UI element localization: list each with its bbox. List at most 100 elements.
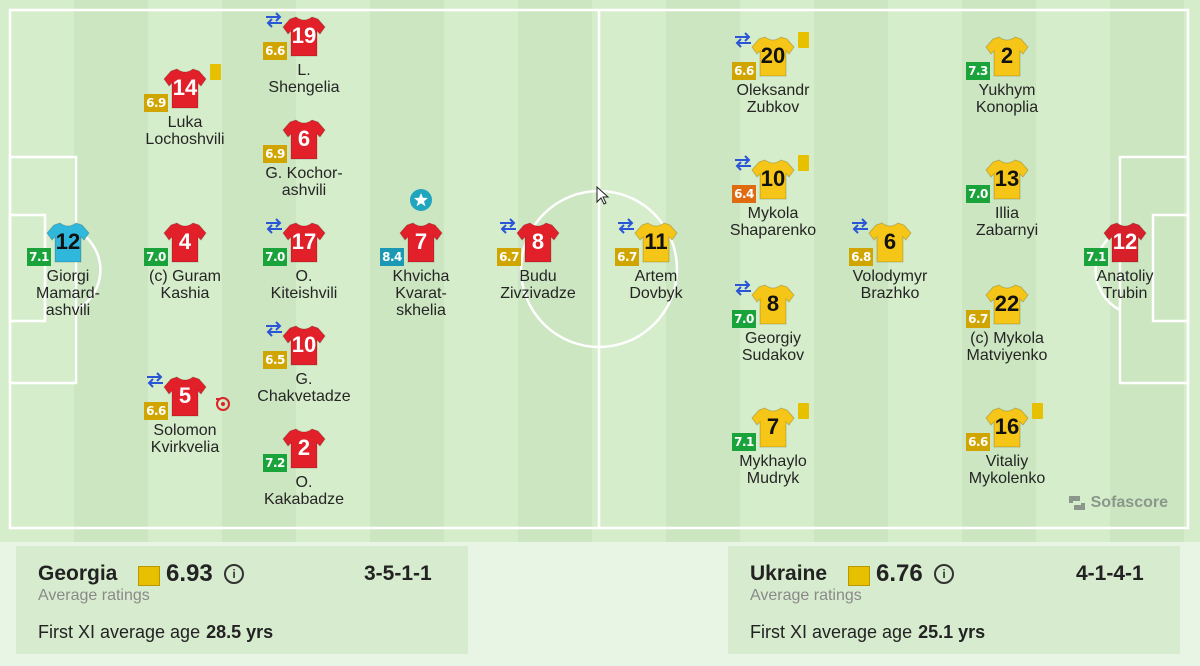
away-team-summary: Ukraine 6.76 i 4-1-4-1 Average ratings F…	[728, 546, 1180, 654]
shirt-number: 10	[291, 332, 317, 357]
shirt-number: 4	[178, 229, 192, 254]
shirt-icon	[985, 407, 1029, 448]
shirt-number: 2	[297, 435, 311, 460]
player-name: G. Chakvetadze	[257, 371, 351, 405]
shirt-number: 14	[172, 75, 198, 100]
player-name: Georgiy Sudakov	[741, 330, 805, 364]
shirt-icon	[399, 222, 443, 263]
player-rating: 8.4	[380, 248, 404, 266]
sofascore-icon	[1068, 496, 1085, 510]
player-rating: 6.7	[966, 310, 990, 328]
player-rating: 6.7	[615, 248, 639, 266]
shirt-number: 5	[178, 383, 192, 408]
shirt-icon	[163, 376, 207, 417]
player-rating: 7.1	[732, 433, 756, 451]
shirt-icon	[516, 222, 560, 263]
shirt-number: 13	[994, 166, 1020, 191]
away-team-rating: 6.76	[876, 560, 923, 587]
player-rating: 7.1	[27, 248, 51, 266]
info-icon[interactable]: i	[224, 564, 244, 584]
player-rating: 6.4	[732, 185, 756, 203]
home-team-name[interactable]: Georgia	[38, 562, 118, 585]
player-name: O. Kiteishvili	[270, 268, 338, 302]
player-rating: 7.0	[263, 248, 287, 266]
player-rating: 6.5	[263, 351, 287, 369]
player-name: Anatoliy Trubin	[1096, 268, 1154, 302]
player-rating: 6.6	[732, 62, 756, 80]
away-formation: 4-1-4-1	[1076, 562, 1144, 585]
age-label: First XI average age	[38, 622, 201, 642]
shirt-number: 11	[644, 229, 668, 254]
shirt-number: 17	[291, 229, 317, 254]
shirt-icon	[985, 284, 1029, 325]
player-name: Luka Lochoshvili	[145, 114, 225, 148]
player-rating: 6.9	[263, 145, 287, 163]
shirt-number: 22	[994, 291, 1020, 316]
player-rating: 7.0	[732, 310, 756, 328]
substitution-icon	[735, 155, 751, 171]
shirt-icon	[751, 284, 795, 325]
shirt-icon	[868, 222, 912, 263]
shirt-icon	[282, 16, 326, 57]
player-rating: 7.2	[263, 454, 287, 472]
shirt-icon	[282, 119, 326, 160]
player-name: (c) Guram Kashia	[149, 268, 221, 302]
shirt-icon	[282, 222, 326, 263]
player-rating: 7.0	[144, 248, 168, 266]
player-rating: 7.0	[966, 185, 990, 203]
away-team-name[interactable]: Ukraine	[750, 562, 828, 585]
shirt-number: 19	[291, 23, 317, 48]
player-rating: 6.6	[966, 433, 990, 451]
substitution-icon	[852, 218, 868, 234]
info-icon[interactable]: i	[934, 564, 954, 584]
player-name: Solomon Kvirkvelia	[150, 422, 220, 456]
player-name: O. Kakabadze	[263, 474, 345, 508]
rating-badge-icon	[138, 566, 160, 586]
shirt-icon	[985, 36, 1029, 77]
